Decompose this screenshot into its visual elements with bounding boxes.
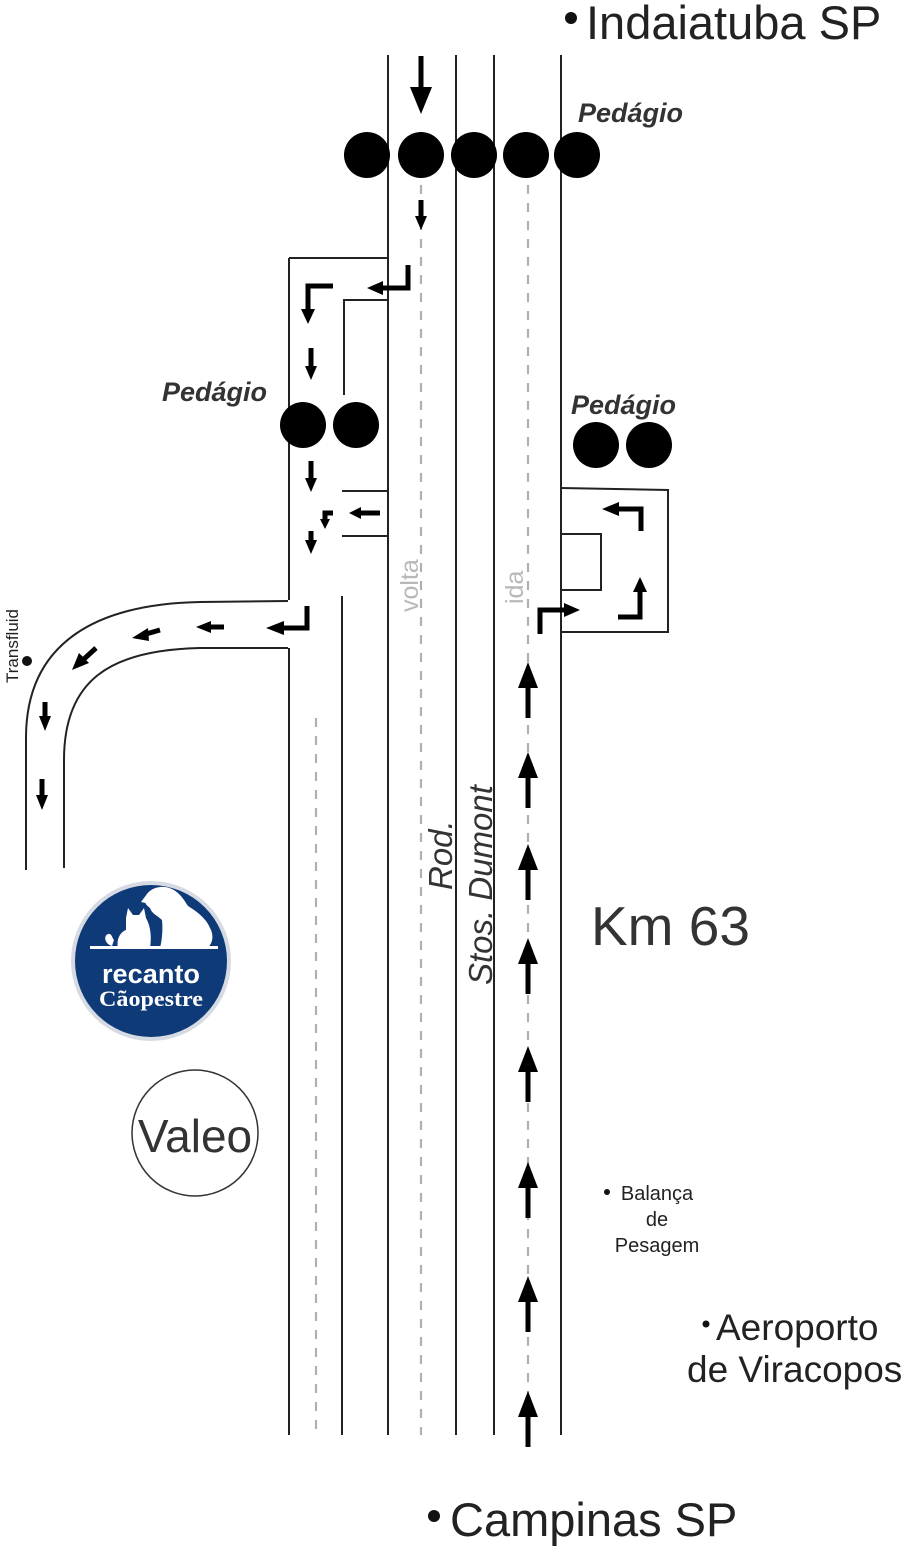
arrow-head-down <box>301 309 315 324</box>
toll-booth <box>280 402 326 448</box>
indaiatuba-label: Indaiatuba SP <box>586 0 881 49</box>
toll-plaza-top <box>344 132 600 178</box>
km-label: Km 63 <box>591 895 750 957</box>
toll-plaza-left <box>280 402 379 448</box>
curve-inner <box>63 647 288 868</box>
balanca-dot <box>604 1189 610 1195</box>
arrow-turn-down <box>305 283 333 311</box>
toll-booth <box>503 132 549 178</box>
arrow-turn-down-small <box>322 510 333 521</box>
arrow-head-up <box>518 1046 538 1072</box>
arrow-head-down <box>36 795 48 810</box>
route-arrows-left <box>36 56 432 810</box>
main-road <box>387 55 562 1435</box>
arrow-head-up <box>518 844 538 870</box>
campinas-label: Campinas SP <box>450 1493 737 1546</box>
route-arrows-ida <box>518 662 538 1447</box>
arrow-head-left <box>266 621 284 635</box>
aeroporto-label-line1: Aeroporto <box>716 1307 879 1348</box>
toll-label-right: Pedágio <box>571 390 676 420</box>
arrow-turn-left <box>618 506 644 531</box>
transfluid-label: Transfluid <box>3 609 22 683</box>
arrow-head-right <box>564 603 580 617</box>
arrow-head-down <box>39 716 51 731</box>
valeo-label: Valeo <box>138 1110 252 1162</box>
toll-booth <box>344 132 390 178</box>
arrow-head-left <box>132 628 149 641</box>
arrow-turn-left <box>283 606 310 631</box>
arrow-head-diagonal <box>72 653 89 670</box>
arrow-head-up <box>633 577 647 592</box>
toll-booth <box>626 422 672 468</box>
arrow-head-up <box>518 1276 538 1302</box>
indaiatuba-dot <box>565 12 577 24</box>
arrow-head-left <box>602 502 619 516</box>
toll-booth <box>573 422 619 468</box>
route-arrows-right <box>537 502 647 634</box>
balanca-label-line1: Balança <box>621 1183 694 1205</box>
arrow-head-down <box>415 216 427 230</box>
logo-text-caopestre: Cãopestre <box>99 986 203 1011</box>
transfluid-dot <box>22 656 32 666</box>
toll-booth <box>333 402 379 448</box>
curved-exit-road <box>24 600 289 870</box>
road-name-line2: Stos. Dumont <box>462 783 499 985</box>
arrow-head-up <box>518 938 538 964</box>
valeo-marker: Valeo <box>131 1069 259 1197</box>
service-island <box>343 299 388 395</box>
balanca-label-line2: de <box>646 1209 668 1231</box>
balanca-label-line3: Pesagem <box>615 1235 700 1257</box>
arrow-head-up <box>518 1391 538 1417</box>
toll-label-top: Pedágio <box>578 98 683 128</box>
lane-label-volta: volta <box>396 559 424 612</box>
arrow-head-up <box>518 662 538 688</box>
toll-plaza-right <box>573 422 672 468</box>
arrow-head-down <box>305 366 317 380</box>
aeroporto-label-line2: de Viracopos <box>687 1349 902 1390</box>
loop-inner <box>561 533 602 591</box>
arrow-head-down <box>320 519 330 529</box>
arrow-turn-right <box>537 607 565 634</box>
toll-label-left: Pedágio <box>162 377 267 407</box>
arrow-turn-up <box>618 590 643 620</box>
dog-cat-silhouette-icon <box>90 886 218 949</box>
toll-booth <box>398 132 444 178</box>
logo-text-recanto: recanto <box>102 959 200 989</box>
right-loop <box>560 487 669 633</box>
arrow-head-left <box>349 507 361 519</box>
curve-outer <box>24 600 289 870</box>
toll-booth <box>554 132 600 178</box>
arrow-diagonal <box>82 646 98 661</box>
arrow-head-up <box>518 1162 538 1188</box>
arrow-head-left <box>196 621 211 633</box>
campinas-dot <box>428 1510 440 1522</box>
arrow-turn-left <box>382 265 411 291</box>
road-name-line1: Rod. <box>422 820 459 890</box>
toll-booth <box>451 132 497 178</box>
arrow-head-down <box>305 478 317 492</box>
arrow-head-left <box>367 281 383 295</box>
loop-outer <box>560 487 669 633</box>
recanto-caopestre-logo: recanto Cãopestre <box>71 881 231 1041</box>
arrow-head-up <box>518 752 538 778</box>
valeo-circle <box>131 1069 259 1197</box>
lane-label-ida: ida <box>501 571 529 604</box>
arrow-head-down <box>410 87 432 114</box>
aeroporto-dot <box>702 1320 710 1328</box>
arrow-head-down <box>305 540 317 554</box>
